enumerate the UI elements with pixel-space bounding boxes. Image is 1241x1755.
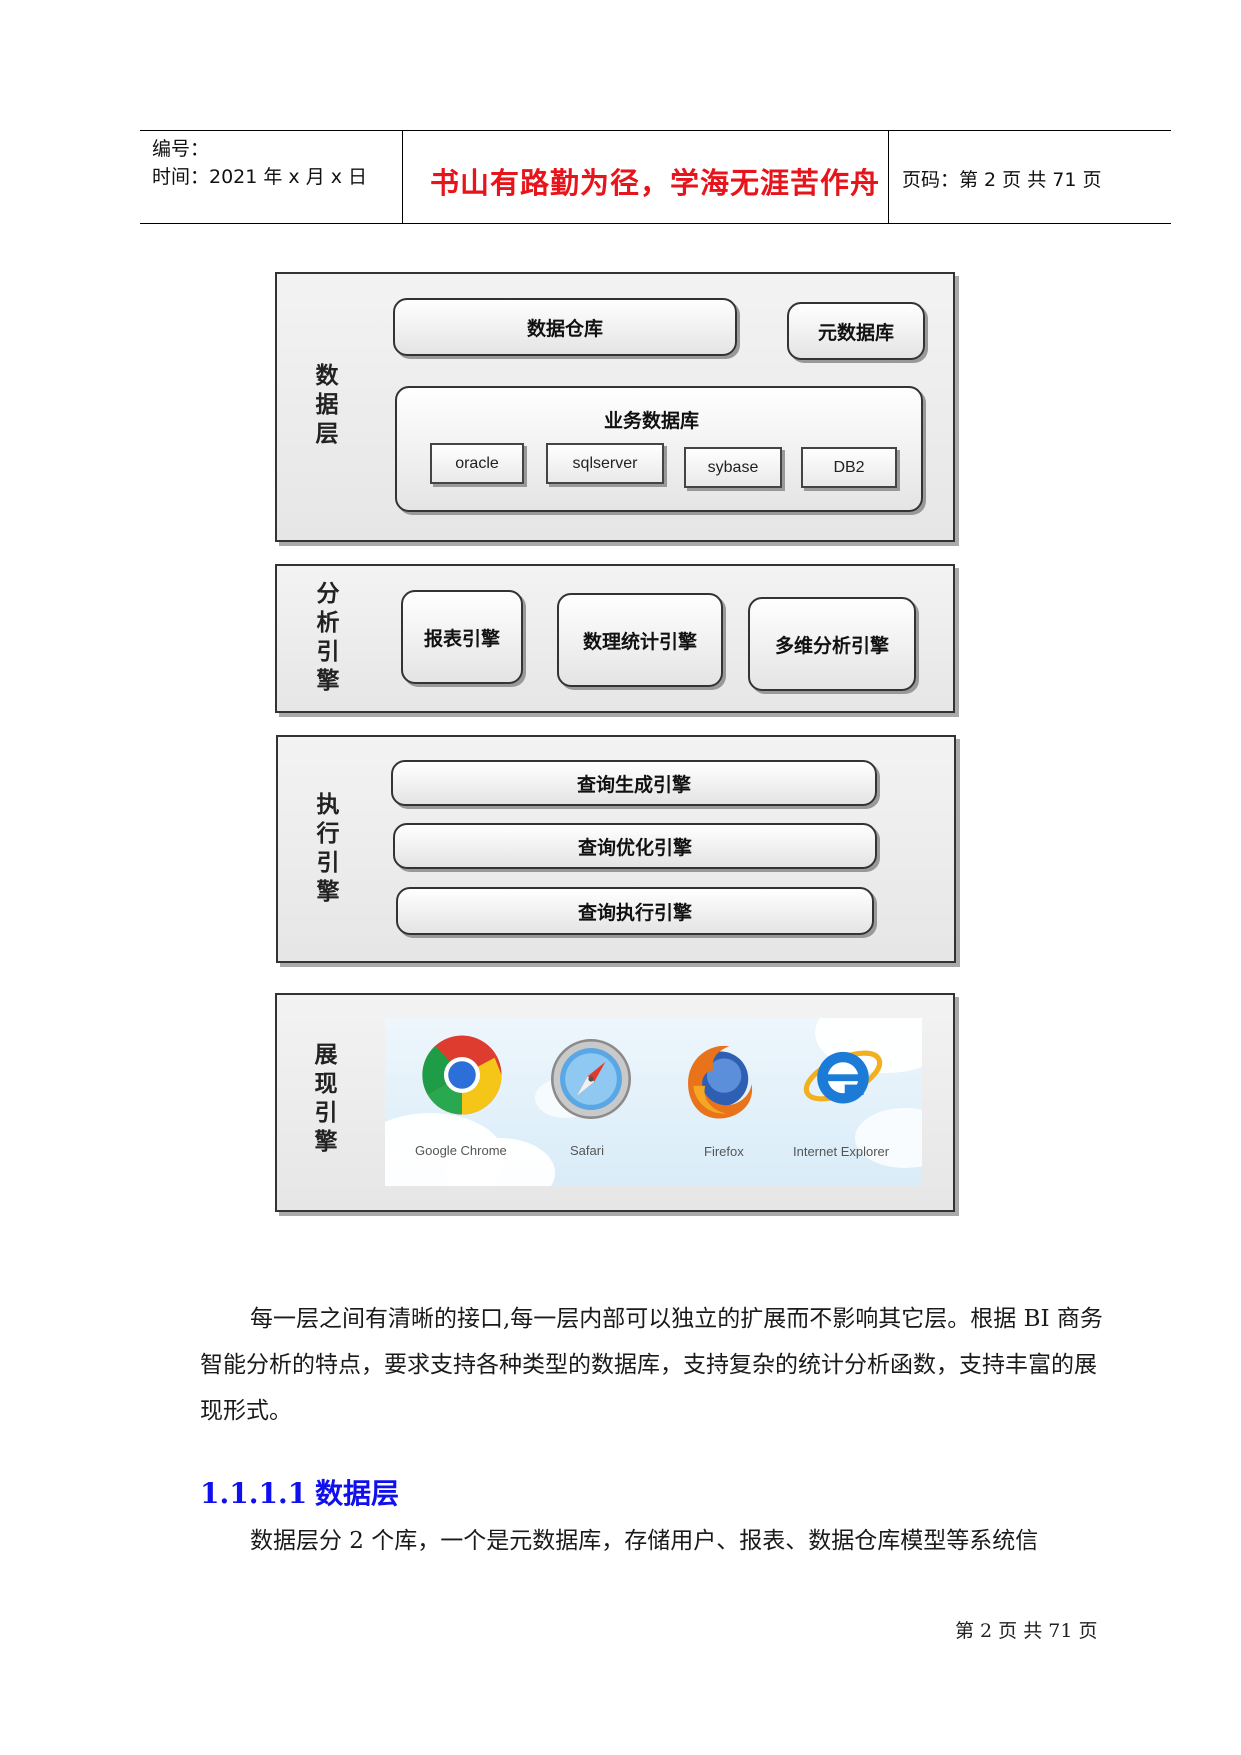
header-divider-left [402,131,403,223]
db-oracle: oracle [430,443,524,484]
data-layer-label: 数据层 [315,363,339,447]
header-page-number: 页码：第 2 页 共 71 页 [902,169,1102,191]
db-sybase: sybase [684,447,782,488]
chrome-icon [422,1035,502,1115]
query-execution-engine-box: 查询执行引擎 [396,887,874,935]
db-sqlserver: sqlserver [546,443,664,484]
metadata-db-box: 元数据库 [787,302,925,360]
safari-icon [551,1039,631,1119]
section-heading-title: 数据层 [315,1477,400,1510]
header-motto: 书山有路勤为径，学海无涯苦作舟 [430,166,881,200]
db-db2: DB2 [801,447,897,488]
browser-label-firefox: Firefox [704,1144,744,1159]
body-paragraph-2: 数据层分 2 个库，一个是元数据库，存储用户、报表、数据仓库模型等系统信 [200,1518,1105,1564]
query-generation-engine-box: 查询生成引擎 [391,760,877,806]
analysis-engine-label: 分析引擎 [316,581,340,694]
presentation-engine-label: 展现引擎 [314,1042,338,1155]
firefox-icon [688,1045,753,1119]
document-time: 时间：2021 年 x 月 x 日 [152,166,368,188]
statistics-engine-box: 数理统计引擎 [557,593,723,687]
browser-label-safari: Safari [570,1143,604,1158]
olap-engine-box: 多维分析引擎 [748,597,916,691]
business-db-title: 业务数据库 [604,410,700,432]
header-divider-right [888,131,889,223]
browser-label-chrome: Google Chrome [415,1143,507,1158]
internet-explorer-icon [803,1050,883,1104]
cloud-decoration [445,1138,555,1186]
header-top-rule [140,130,1171,131]
execution-engine-label: 执行引擎 [316,792,340,905]
document-number-label: 编号： [152,138,210,160]
paragraph-1-text: 每一层之间有清晰的接口,每一层内部可以独立的扩展而不影响其它层。根据 BI 商务… [200,1306,1103,1424]
data-warehouse-box: 数据仓库 [393,298,737,356]
body-paragraph-1: 每一层之间有清晰的接口,每一层内部可以独立的扩展而不影响其它层。根据 BI 商务… [200,1296,1105,1434]
header-bottom-rule [140,223,1171,224]
page-footer: 第 2 页 共 71 页 [955,1620,1098,1642]
browser-label-ie: Internet Explorer [793,1144,890,1159]
report-engine-box: 报表引擎 [401,590,523,684]
paragraph-2-text: 数据层分 2 个库，一个是元数据库，存储用户、报表、数据仓库模型等系统信 [250,1528,1039,1554]
query-optimization-engine-box: 查询优化引擎 [393,823,877,869]
section-heading-number: 1.1.1.1 [200,1477,308,1510]
